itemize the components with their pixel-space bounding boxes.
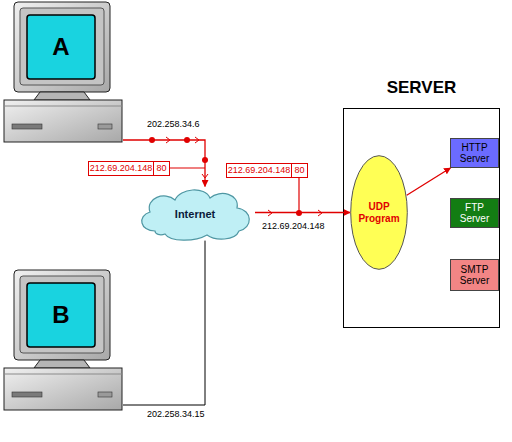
connector bbox=[255, 212, 350, 213]
cloud-node: Internet bbox=[135, 186, 255, 241]
ip-address: 202.258.34.15 bbox=[147, 409, 205, 419]
packet-port-cell: 80 bbox=[291, 163, 308, 178]
ip-address: 212.69.204.148 bbox=[262, 221, 325, 231]
ellipse-shape bbox=[351, 156, 408, 270]
server-box: SERVERUDP ProgramHTTP ServerFTP ServerSM… bbox=[343, 108, 500, 328]
computer-node: B bbox=[3, 268, 123, 413]
connector bbox=[123, 241, 205, 405]
computer-illustration bbox=[4, 2, 122, 142]
junction-dot bbox=[202, 157, 208, 163]
junction-dot bbox=[184, 137, 190, 143]
connector bbox=[123, 140, 205, 186]
service-box: HTTP Server bbox=[450, 138, 499, 168]
computer-illustration bbox=[4, 270, 122, 410]
flow-chevron bbox=[318, 210, 322, 216]
cloud-shape bbox=[142, 190, 249, 240]
flow-chevron bbox=[166, 137, 170, 143]
flow-chevron bbox=[268, 210, 272, 216]
service-label: SMTP Server bbox=[451, 264, 498, 286]
packet-leader bbox=[298, 178, 299, 213]
computer-node: A bbox=[3, 0, 123, 145]
ip-address: 202.258.34.6 bbox=[147, 119, 200, 129]
server-heading: SERVER bbox=[344, 78, 499, 98]
packet-leader bbox=[170, 167, 205, 168]
service-label: FTP Server bbox=[451, 202, 498, 224]
packet-port-cell: 80 bbox=[153, 161, 170, 176]
flow-chevron bbox=[195, 137, 199, 143]
service-box: FTP Server bbox=[450, 198, 499, 228]
junction-dot bbox=[296, 210, 302, 216]
junction-dot bbox=[149, 137, 155, 143]
program-label: UDP Program bbox=[350, 201, 408, 225]
cloud-label: Internet bbox=[175, 208, 215, 220]
packet-address-cell: 212.69.204.148 bbox=[226, 163, 292, 178]
service-box: SMTP Server bbox=[450, 259, 499, 291]
computer-letter: B bbox=[27, 283, 95, 347]
packet-address-cell: 212.69.204.148 bbox=[88, 161, 154, 176]
flow-chevron bbox=[202, 174, 208, 178]
computer-letter: A bbox=[27, 15, 95, 79]
program-ellipse: UDP Program bbox=[350, 155, 408, 270]
service-label: HTTP Server bbox=[451, 142, 498, 164]
connector bbox=[407, 168, 451, 195]
